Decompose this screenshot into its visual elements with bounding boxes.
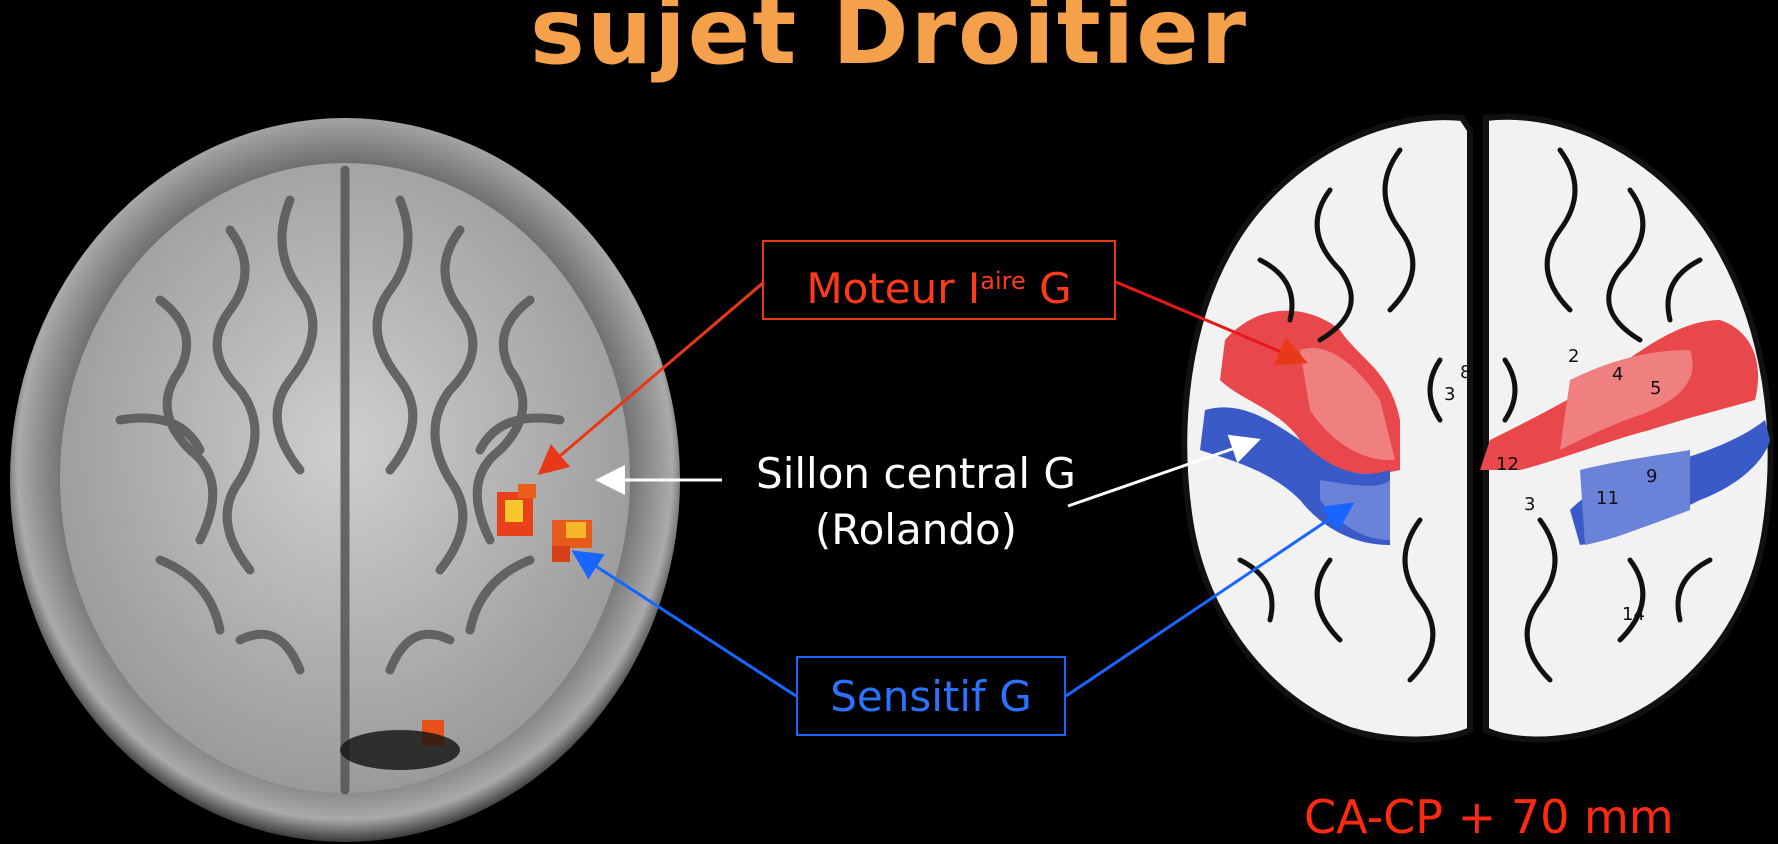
motor-label-sup: aire (980, 267, 1025, 295)
sensory-label-box: Sensitif G (796, 656, 1066, 736)
central-sulcus-line2: (Rolando) (736, 502, 1096, 558)
motor-arrow-mri (540, 282, 764, 473)
motor-arrow-atlas (1116, 282, 1305, 362)
sensory-arrow-atlas (1066, 504, 1352, 696)
central-sulcus-label: Sillon central G (Rolando) (736, 446, 1096, 558)
motor-label-main: Moteur I (806, 264, 980, 313)
central-arrow-atlas (1068, 440, 1258, 506)
sensory-arrow-mri (574, 552, 796, 696)
motor-label-side: G (1026, 264, 1072, 313)
motor-label-box: Moteur Iaire G (762, 240, 1116, 320)
slice-caption: CA-CP + 70 mm (1304, 790, 1674, 844)
central-sulcus-line1: Sillon central G (736, 446, 1096, 502)
sensory-label: Sensitif G (830, 672, 1032, 721)
